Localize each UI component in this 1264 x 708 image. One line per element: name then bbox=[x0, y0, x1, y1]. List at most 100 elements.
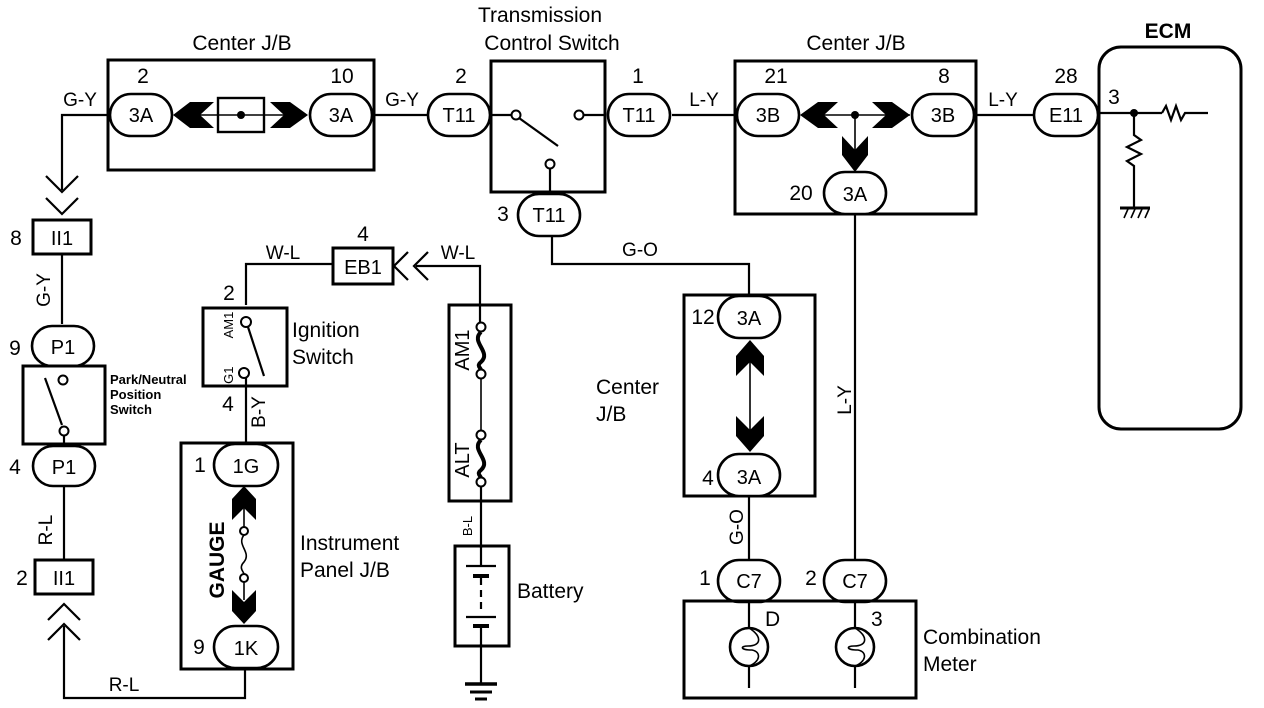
fusible-link-am1-icon bbox=[475, 330, 487, 371]
connector-label: 3B bbox=[931, 105, 955, 127]
ecm-box bbox=[1097, 45, 1243, 431]
wire-label-wl-ign: W-L bbox=[266, 243, 300, 264]
ignition-label-line1: Ignition bbox=[292, 319, 360, 342]
connector-t11-right bbox=[606, 92, 672, 138]
connector-3a-right bbox=[308, 92, 374, 138]
switch-blade bbox=[43, 377, 64, 426]
combination-meter-label-line1: Combination bbox=[923, 626, 1041, 649]
connector-3a-left bbox=[108, 92, 174, 138]
arrow-down-icon bbox=[842, 136, 868, 172]
connector-label: 1K bbox=[234, 638, 259, 660]
connector-label: E11 bbox=[1049, 105, 1083, 127]
switch-blade bbox=[518, 117, 559, 147]
combination-meter-box bbox=[682, 599, 918, 700]
arrow-right-icon bbox=[872, 102, 910, 128]
pin-number: 28 bbox=[1054, 65, 1077, 88]
arrow-down-icon bbox=[232, 590, 256, 624]
connector-t11-bottom bbox=[516, 192, 582, 238]
connector-label: 3A bbox=[737, 467, 762, 489]
wire-go-top bbox=[550, 232, 751, 296]
connector-3a-bottom bbox=[716, 452, 782, 498]
arrow-down-icon bbox=[736, 416, 764, 452]
pin-number: 9 bbox=[9, 337, 21, 360]
connector-label: 3A bbox=[329, 105, 354, 127]
fuse-gauge-label: GAUGE bbox=[206, 521, 229, 598]
pin-number: 2 bbox=[16, 567, 28, 590]
wire-gy-left bbox=[60, 113, 108, 190]
switch-terminal bbox=[573, 109, 585, 121]
fuse-alt-label: ALT bbox=[452, 442, 474, 477]
pin-number: 9 bbox=[193, 636, 205, 659]
connector-label: 3A bbox=[129, 105, 154, 127]
pin-number: 1 bbox=[699, 567, 711, 590]
pin-number: 3 bbox=[1108, 86, 1120, 109]
pin-number: 8 bbox=[938, 65, 950, 88]
fuse-am1-label: AM1 bbox=[452, 329, 474, 370]
wire-label-ly-ecm: L-Y bbox=[988, 90, 1018, 111]
lamp-d-label: D bbox=[765, 608, 780, 631]
fusible-link-box: AM1 ALT bbox=[447, 303, 513, 503]
arrow-up-icon bbox=[232, 486, 256, 520]
ignition-switch: 2 AM1 IG1 Ignition Switch 4 bbox=[201, 282, 360, 416]
pin-number: 4 bbox=[357, 223, 369, 246]
pin-number: 8 bbox=[10, 227, 22, 250]
fuse-icon bbox=[240, 534, 248, 575]
ignition-label-line2: Switch bbox=[292, 346, 354, 369]
park-neutral-position-switch: 9 P1 Park/Neutral Position Switch 4 P1 bbox=[9, 324, 187, 488]
connector-p1-bottom bbox=[31, 444, 97, 488]
connector-label: T11 bbox=[623, 105, 656, 127]
wire-label-by: B-Y bbox=[249, 396, 270, 428]
ii1-top: 8 II1 bbox=[10, 218, 93, 256]
pin-number: 10 bbox=[330, 65, 353, 88]
pin-number: 4 bbox=[702, 467, 714, 490]
connector-chevron bbox=[412, 251, 429, 281]
wire-label-gy-left: G-Y bbox=[63, 90, 97, 111]
connector-label: EB1 bbox=[344, 257, 382, 279]
center-jb-1: Center J/B 2 10 3A 3A bbox=[106, 32, 376, 172]
wire-wl-batt bbox=[416, 264, 482, 322]
wire-label-go-vertical: G-O bbox=[727, 509, 748, 545]
connector-ii1-top bbox=[31, 218, 93, 256]
connector-label: II1 bbox=[51, 228, 73, 250]
arrow-up-icon bbox=[736, 340, 764, 376]
ii1-bottom: 2 II1 bbox=[16, 558, 95, 596]
connector-label: II1 bbox=[53, 568, 75, 590]
combination-meter-label-line2: Meter bbox=[923, 653, 977, 676]
fusible-link-alt-icon bbox=[475, 438, 487, 479]
junction-block-icon bbox=[216, 96, 266, 134]
tcs-label-line2: Control Switch bbox=[484, 32, 619, 55]
eb1: 4 EB1 bbox=[331, 223, 395, 286]
pin-number: 2 bbox=[223, 282, 235, 305]
center-jb-2: Center J/B 21 8 3B 3B 20 3A bbox=[733, 32, 978, 216]
terminal-ig1-label: IG1 bbox=[221, 367, 236, 388]
switch-terminal bbox=[544, 158, 556, 170]
pin-number: 1 bbox=[632, 65, 644, 88]
wire-label-ly-vertical: L-Y bbox=[835, 385, 856, 415]
connector-3a-top bbox=[716, 294, 782, 340]
wire-label-ly-top: L-Y bbox=[689, 90, 719, 111]
battery: Battery bbox=[453, 544, 584, 701]
resistor-icon bbox=[1124, 113, 1144, 208]
pin-number: 4 bbox=[9, 456, 21, 479]
connector-3b-right bbox=[910, 92, 976, 138]
switch-blade bbox=[246, 326, 266, 377]
resistor-icon bbox=[1161, 102, 1208, 124]
combination-meter: 1 C7 2 C7 D 3 Combination Meter bbox=[682, 558, 1041, 700]
instrument-panel-jb: 1 1G GAUGE 9 1K Instrument Panel J/B bbox=[179, 441, 399, 671]
pin-number: 1 bbox=[194, 454, 206, 477]
ecm: 28 E11 ECM 3 bbox=[1032, 20, 1243, 431]
switch-terminal bbox=[240, 316, 252, 328]
connector-label: T11 bbox=[533, 205, 566, 227]
ignition-switch-box bbox=[201, 306, 289, 388]
connector-label: P1 bbox=[51, 337, 75, 359]
pn-label-line2: Position bbox=[110, 387, 161, 402]
indicator-lamp-d-icon bbox=[728, 626, 770, 668]
connector-3a-bottom bbox=[822, 170, 888, 216]
pn-label-line1: Park/Neutral bbox=[110, 372, 187, 387]
center-jb-2-label: Center J/B bbox=[806, 32, 905, 55]
ecm-label: ECM bbox=[1145, 20, 1192, 43]
ipjb-label-line2: Panel J/B bbox=[300, 559, 390, 582]
switch-terminal bbox=[510, 109, 522, 121]
wire-label-rl-vertical: R-L bbox=[36, 515, 57, 546]
wire-label-go-top: G-O bbox=[622, 240, 658, 261]
